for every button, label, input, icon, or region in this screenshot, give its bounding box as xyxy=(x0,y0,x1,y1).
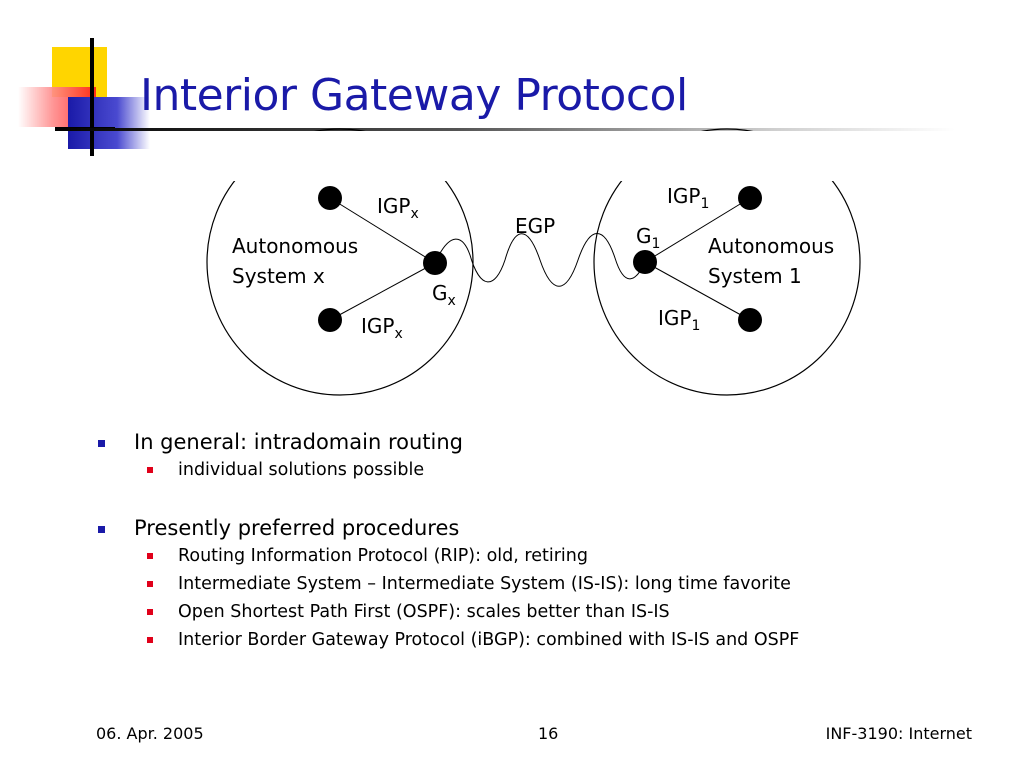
gateway-g1 xyxy=(633,250,657,274)
bullet-item: Presently preferred procedures xyxy=(96,514,996,542)
igp-x-bottom-label: IGPx xyxy=(361,314,403,342)
bullet-text: Presently preferred procedures xyxy=(134,516,460,540)
router-as-x-top xyxy=(318,186,342,210)
gateway-gx xyxy=(423,251,447,275)
sub-bullet-marker xyxy=(147,581,153,587)
sub-bullet-text: individual solutions possible xyxy=(178,460,425,480)
footer-course: INF-3190: Internet xyxy=(825,724,972,743)
router-as-x-bottom xyxy=(318,308,342,332)
sub-bullet-item: Routing Information Protocol (RIP): old,… xyxy=(96,542,996,570)
as-x-label-line2: System x xyxy=(232,264,325,288)
footer-date: 06. Apr. 2005 xyxy=(96,724,204,743)
sub-bullet-item: Intermediate System – Intermediate Syste… xyxy=(96,570,996,598)
slide-title: Interior Gateway Protocol xyxy=(140,70,688,121)
link-igpx-bottom xyxy=(329,262,436,321)
sub-bullet-text: Routing Information Protocol (RIP): old,… xyxy=(178,546,588,566)
egp-label: EGP xyxy=(515,214,555,238)
link-igp1-bottom xyxy=(644,261,751,321)
sub-bullet-marker xyxy=(147,553,153,559)
g1-label: G1 xyxy=(636,224,660,252)
router-as-1-top xyxy=(738,186,762,210)
link-igpx-top xyxy=(329,197,436,264)
bullet-item: In general: intradomain routing xyxy=(96,428,996,456)
as-1-circle xyxy=(593,128,861,396)
egp-wavy-link xyxy=(434,233,646,287)
footer-page-number: 16 xyxy=(538,724,559,743)
bullet-marker xyxy=(98,526,105,533)
bullet-marker xyxy=(98,440,105,447)
sub-bullet-text: Open Shortest Path First (OSPF): scales … xyxy=(178,602,670,622)
link-igp1-top xyxy=(644,197,751,263)
sub-bullet-item: Open Shortest Path First (OSPF): scales … xyxy=(96,598,996,626)
sub-bullet-marker xyxy=(147,637,153,643)
as-x-circle xyxy=(206,128,474,396)
bullet-list: In general: intradomain routing individu… xyxy=(96,428,996,654)
sub-bullet-text: Intermediate System – Intermediate Syste… xyxy=(178,574,791,594)
bullet-text: In general: intradomain routing xyxy=(134,430,463,454)
title-underline xyxy=(55,128,955,131)
sub-bullet-marker xyxy=(147,609,153,615)
router-as-1-bottom xyxy=(738,308,762,332)
sub-bullet-marker xyxy=(147,467,153,473)
sub-bullet-text: Interior Border Gateway Protocol (iBGP):… xyxy=(178,630,800,650)
as-x-label-line1: Autonomous xyxy=(232,234,358,258)
igp-1-bottom-label: IGP1 xyxy=(658,306,700,334)
sub-bullet-item: individual solutions possible xyxy=(96,456,996,484)
igp-x-top-label: IGPx xyxy=(377,194,419,222)
sub-bullet-item: Interior Border Gateway Protocol (iBGP):… xyxy=(96,626,996,654)
as-1-label-line1: Autonomous xyxy=(708,234,834,258)
igp-1-top-label: IGP1 xyxy=(667,184,709,212)
as-1-label-line2: System 1 xyxy=(708,264,802,288)
gx-label: Gx xyxy=(432,281,456,309)
corner-logo-graphic xyxy=(18,38,150,156)
